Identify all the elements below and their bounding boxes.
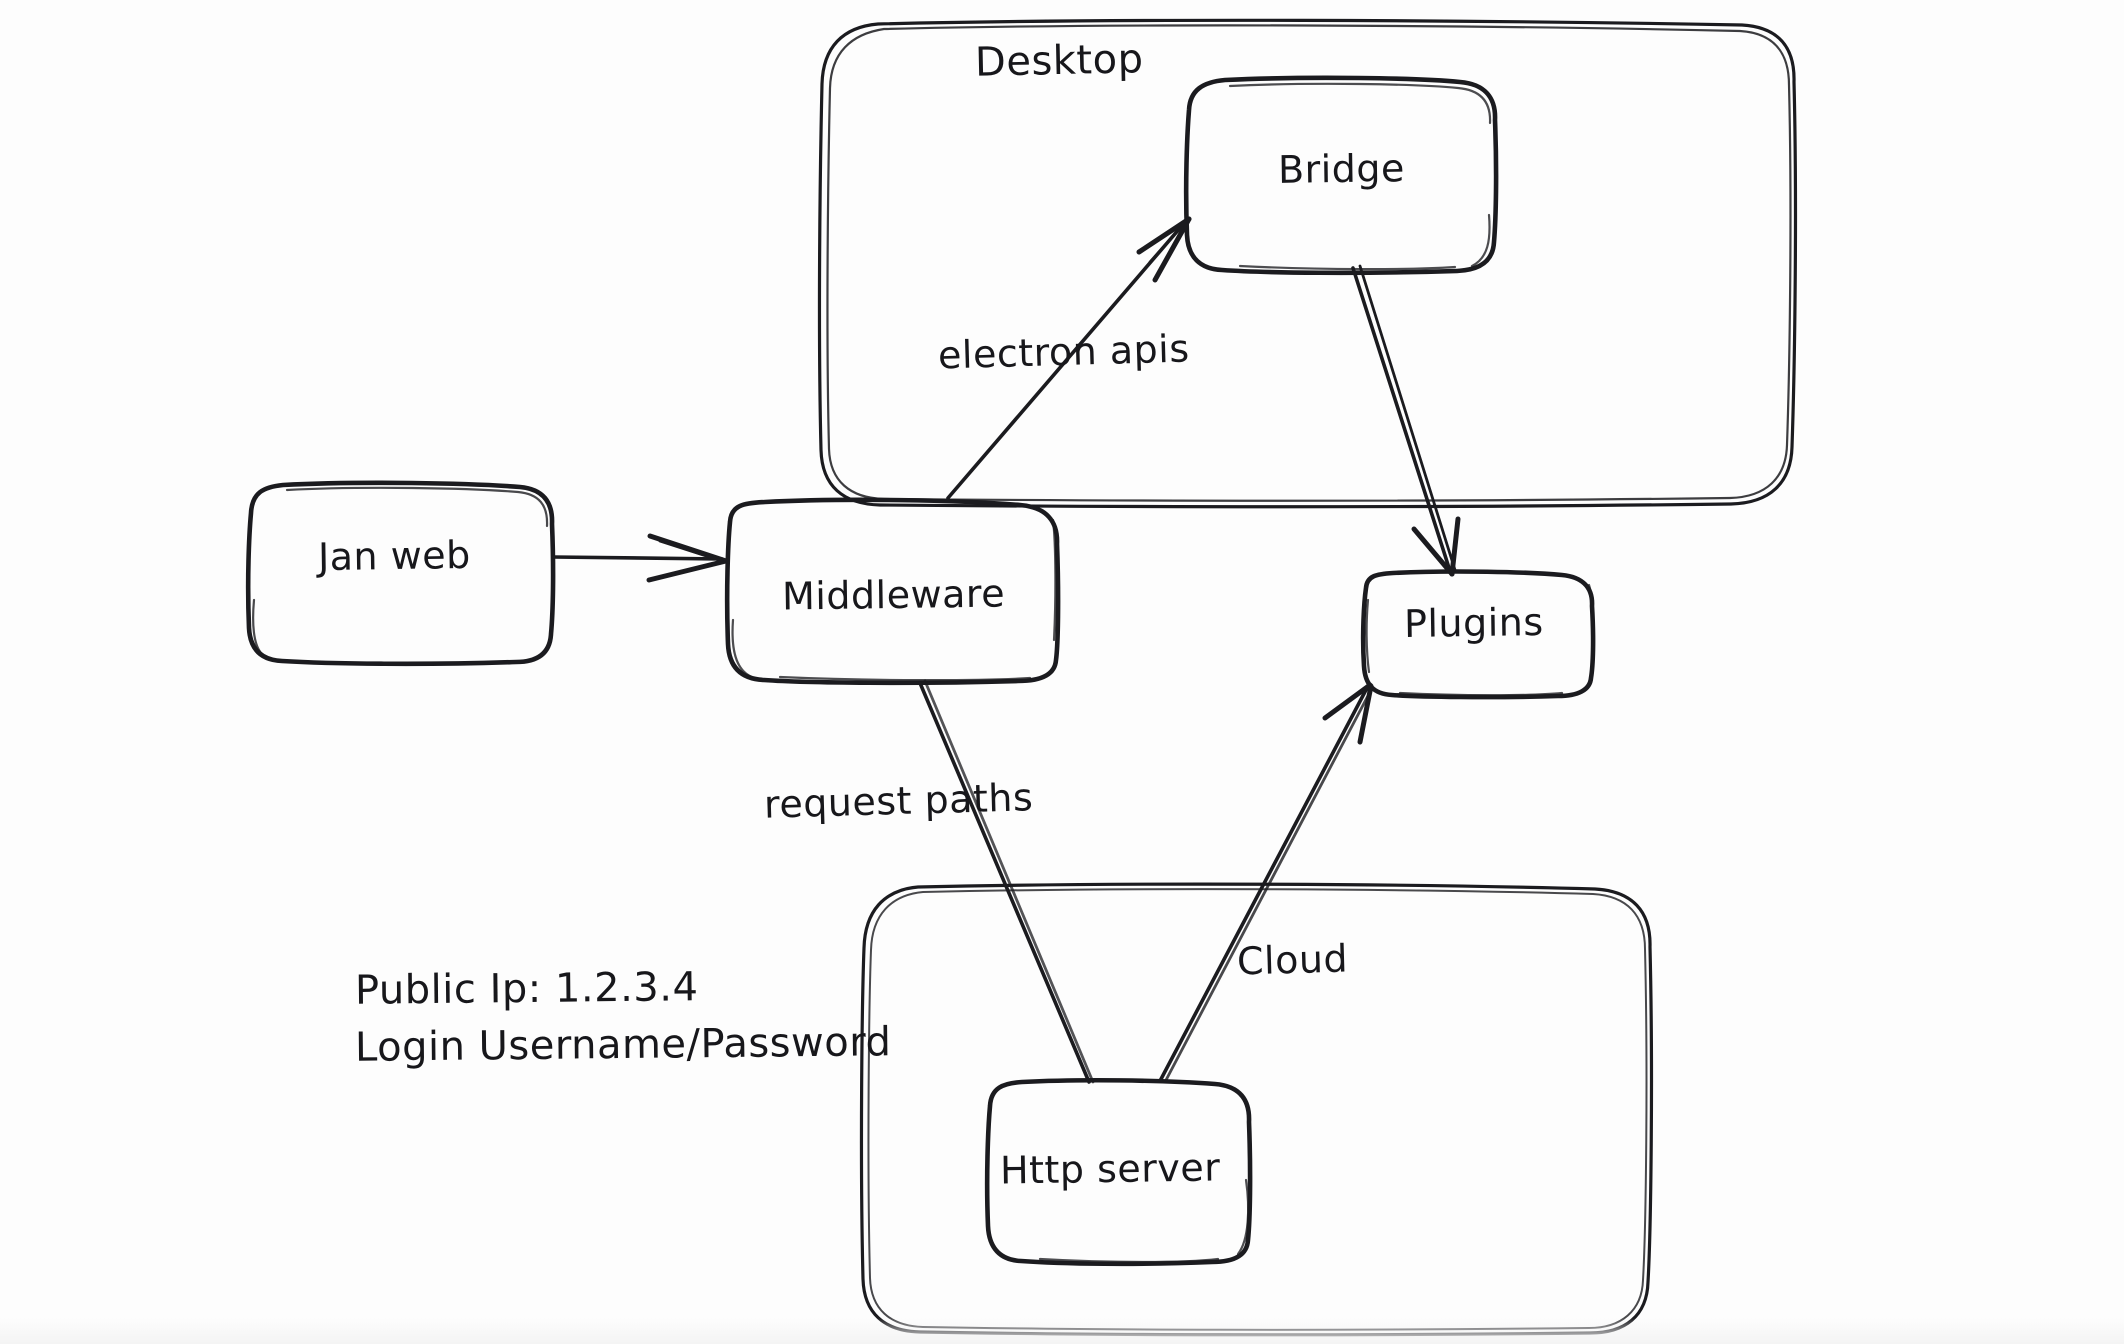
container-desktop-shape (817, 18, 1798, 509)
edge-middleware-to-bridge (946, 216, 1192, 500)
node-jan-web-shape (245, 480, 556, 667)
note-public-ip: Public Ip: 1.2.3.4 (354, 964, 699, 1014)
note-login-credentials: Login Username/Password (354, 1019, 892, 1071)
node-label-middleware[interactable]: Middleware (781, 571, 1006, 619)
node-http-server-shape (984, 1077, 1253, 1267)
node-label-http-server[interactable]: Http server (999, 1145, 1221, 1193)
edge-http-server-to-plugins (1158, 682, 1374, 1084)
edge-label-request-paths: request paths (763, 775, 1034, 827)
edge-label-cloud: Cloud (1236, 936, 1349, 984)
node-plugins-shape (1360, 569, 1596, 700)
node-label-plugins[interactable]: Plugins (1403, 600, 1544, 646)
edge-bridge-to-plugins (1351, 264, 1461, 577)
canvas-bottom-fade (0, 1318, 2124, 1344)
edge-label-electron-apis: electron apis (937, 326, 1191, 378)
container-label-desktop: Desktop (974, 36, 1144, 86)
edge-middleware-to-http-server (918, 679, 1095, 1084)
node-label-bridge[interactable]: Bridge (1277, 146, 1406, 192)
node-middleware-shape (724, 497, 1061, 686)
node-label-jan-web[interactable]: Jan web (317, 532, 472, 580)
edge-jan-web-to-middleware (551, 533, 729, 583)
